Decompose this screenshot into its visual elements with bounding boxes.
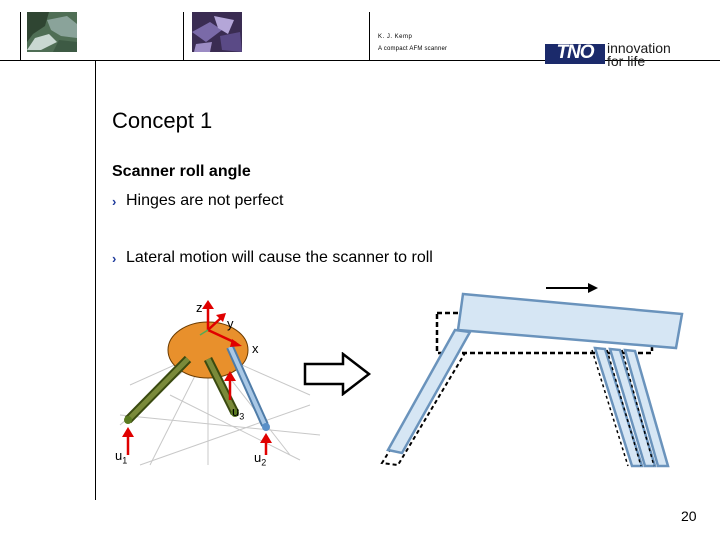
tripod-diagram <box>119 300 321 466</box>
bullet-item: › Lateral motion will cause the scanner … <box>112 249 433 267</box>
rolled-leg-front <box>386 328 472 455</box>
tno-tagline-line2: for life <box>607 53 646 69</box>
header-divider-1 <box>20 12 21 60</box>
rod-u2 <box>226 345 269 427</box>
joint-u3 <box>231 409 239 417</box>
tno-wordmark-icon <box>545 44 605 64</box>
author-name: K. J. Kemp <box>378 34 413 40</box>
tno-tagline-line1: innovation <box>607 40 671 56</box>
chevron-right-icon: › <box>112 250 117 266</box>
header-rule <box>0 60 720 61</box>
rolled-top-beam <box>456 292 684 350</box>
actuator-label-u3: u3 <box>232 404 245 422</box>
page-number: 20 <box>681 508 697 524</box>
bullet-text: Hinges are not perfect <box>126 192 284 209</box>
bullet-item: › Hinges are not perfect <box>112 192 283 210</box>
joint-u1 <box>124 416 132 424</box>
rolled-scanner-diagram <box>380 283 684 468</box>
actuator-arrows <box>122 371 272 455</box>
header-photo-crystals <box>192 12 242 52</box>
chevron-right-icon: › <box>112 193 117 209</box>
presentation-subject: A compact AFM scanner <box>378 46 448 52</box>
left-margin-rule <box>95 60 96 500</box>
bullet-text: Lateral motion will cause the scanner to… <box>126 249 433 266</box>
header-divider-2 <box>183 12 184 60</box>
leg-offset-dashes <box>591 349 655 467</box>
transition-arrow-icon <box>303 352 372 396</box>
joint-u2 <box>262 423 270 431</box>
tno-wordmark: TNO <box>556 42 594 63</box>
motion-arrow <box>546 283 598 293</box>
tno-logo: TNO innovation for life <box>545 40 671 70</box>
header-photo-landscape <box>27 12 77 52</box>
axis-arrows <box>199 300 242 347</box>
slide-subtitle: Scanner roll angle <box>112 163 251 180</box>
axis-label-x: x <box>252 341 259 356</box>
actuator-label-u1: u1 <box>115 448 128 466</box>
axis-label-y: y <box>227 316 234 331</box>
slide-title: Concept 1 <box>112 108 213 133</box>
rolled-leg-2 <box>608 347 657 468</box>
rolled-leg-3 <box>623 348 670 468</box>
rolled-leg-1 <box>593 346 644 468</box>
rod-u1 <box>124 355 192 424</box>
header-divider-3 <box>369 12 370 60</box>
axis-label-z: z <box>196 300 203 315</box>
actuator-label-u2: u2 <box>254 450 267 468</box>
rod-u3 <box>203 356 240 416</box>
